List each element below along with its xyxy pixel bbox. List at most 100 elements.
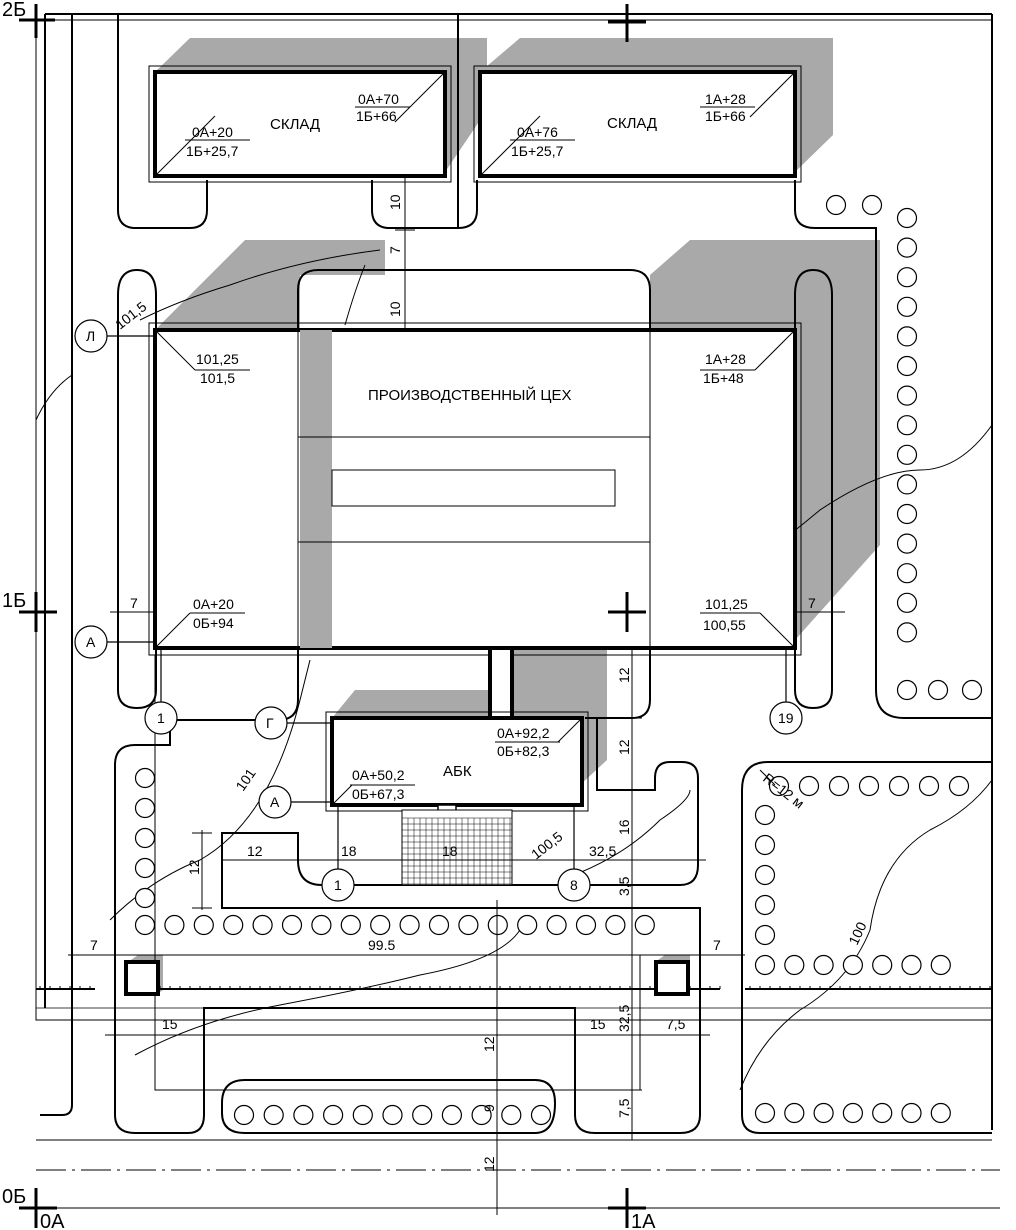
tree-symbol [948, 775, 970, 797]
dim-7-left: 7 [130, 595, 138, 611]
tree-symbol [813, 1102, 834, 1124]
grid-label-1a: 1А [631, 1211, 656, 1230]
tree-symbol [872, 954, 893, 976]
dim-12-a: 12 [616, 667, 632, 683]
grid-label-0b: 0Б [2, 1186, 26, 1208]
tree-symbol [223, 914, 244, 936]
abk-coord-c: 0А+50,2 [352, 767, 405, 783]
tree-symbol [530, 1104, 552, 1126]
tree-symbol [896, 237, 918, 258]
tree-symbol [311, 914, 332, 936]
tree-symbol [370, 914, 391, 936]
warehouse-2 [473, 65, 802, 183]
tree-symbol [896, 385, 918, 406]
warehouse-2-coord-a: 0А+76 [517, 124, 558, 140]
tree-symbol [134, 827, 156, 849]
warehouse-1-coord-a: 0А+20 [192, 124, 233, 140]
tree-symbol [754, 894, 776, 916]
tree-symbol [164, 914, 185, 936]
dim-15-right: 15 [590, 1016, 606, 1032]
tree-symbol [842, 954, 864, 976]
tree-symbol [399, 914, 420, 936]
workshop-tl-a: 101,25 [196, 351, 239, 367]
tree-symbol [382, 1104, 403, 1126]
abk-name: АБК [443, 763, 472, 780]
tree-symbol [896, 267, 918, 288]
tree-symbol [930, 1102, 951, 1124]
workshop-tl-b: 101,5 [200, 370, 235, 386]
tree-symbol [134, 797, 156, 819]
abk-coord-b: 0Б+82,3 [497, 743, 550, 759]
dim-32-5-horizontal: 32,5 [589, 843, 616, 859]
warehouse-1-name: СКЛАД [270, 116, 320, 133]
tree-symbol [458, 914, 479, 936]
warehouse-1-coord-d: 1Б+66 [356, 108, 397, 124]
tree-symbol [193, 914, 214, 936]
tree-symbol [784, 1102, 805, 1124]
tree-symbol [813, 954, 834, 976]
dim-12-height: 12 [186, 859, 202, 875]
tree-symbol [872, 1102, 893, 1124]
tree-symbol [471, 1104, 492, 1126]
tree-symbol [842, 1102, 864, 1124]
tree-symbol [134, 887, 156, 909]
grid-label-0a: 0А [40, 1211, 65, 1230]
dim-7-bottom-left: 7 [90, 937, 98, 953]
dim-10-lower: 10 [387, 301, 403, 317]
tree-symbol [896, 592, 918, 613]
tree-symbol [754, 954, 776, 976]
dim-3-5: 3,5 [616, 876, 632, 896]
tree-symbol [517, 914, 538, 936]
grid-label-1b: 1Б [2, 590, 26, 612]
axis-label-a2: А [270, 794, 280, 810]
axis-bubbles [74, 319, 803, 902]
tree-symbol [896, 415, 918, 436]
tree-symbol [896, 296, 918, 317]
warehouse-2-coord-d: 1Б+66 [705, 108, 746, 124]
tree-symbol [293, 1104, 314, 1126]
tree-symbol [828, 775, 850, 797]
tree-symbol [858, 775, 880, 797]
tree-symbol [927, 679, 949, 701]
dim-12-b: 12 [616, 739, 632, 755]
dim-32-5-vertical: 32,5 [616, 1005, 632, 1032]
tree-rows [134, 194, 983, 1126]
axis-label-l: Л [86, 328, 95, 344]
site-boundary [35, 19, 1000, 1209]
dim-12-d: 12 [481, 1156, 497, 1172]
axis-label-1: 1 [157, 710, 165, 726]
tree-symbol [861, 194, 883, 216]
tree-symbol [134, 914, 156, 936]
tree-symbol [754, 834, 776, 856]
tree-symbol [263, 1104, 284, 1126]
workshop-bl-a: 0А+20 [193, 596, 234, 612]
tree-symbol [487, 914, 508, 936]
tree-symbol [784, 954, 805, 976]
production-workshop [148, 322, 802, 720]
dim-16: 16 [616, 819, 632, 835]
workshop-bl-b: 0Б+94 [193, 615, 234, 631]
tree-symbol [233, 1104, 255, 1126]
abk-coord-d: 0Б+67,3 [352, 786, 405, 802]
dim-12-left: 12 [247, 843, 263, 859]
tree-symbol [896, 444, 918, 465]
dimension-lines [68, 176, 845, 1215]
grid-crosses [19, 4, 646, 1228]
dim-15-left: 15 [162, 1016, 178, 1032]
axis-label-a1: А [86, 634, 96, 650]
dim-12-c: 12 [481, 1036, 497, 1052]
tree-symbol [825, 194, 847, 216]
tree-symbol [896, 563, 918, 584]
tree-symbol [918, 775, 940, 797]
tree-symbol [605, 914, 626, 936]
tree-symbol [930, 954, 951, 976]
dim-7-right: 7 [808, 595, 816, 611]
grid-label-2b: 2Б [2, 0, 26, 21]
tree-symbol [546, 914, 567, 936]
dim-18-b: 18 [442, 843, 458, 859]
tree-symbol [634, 914, 655, 936]
tree-symbol [134, 857, 156, 879]
tree-symbol [281, 914, 303, 936]
axis-label-8: 8 [570, 877, 578, 893]
